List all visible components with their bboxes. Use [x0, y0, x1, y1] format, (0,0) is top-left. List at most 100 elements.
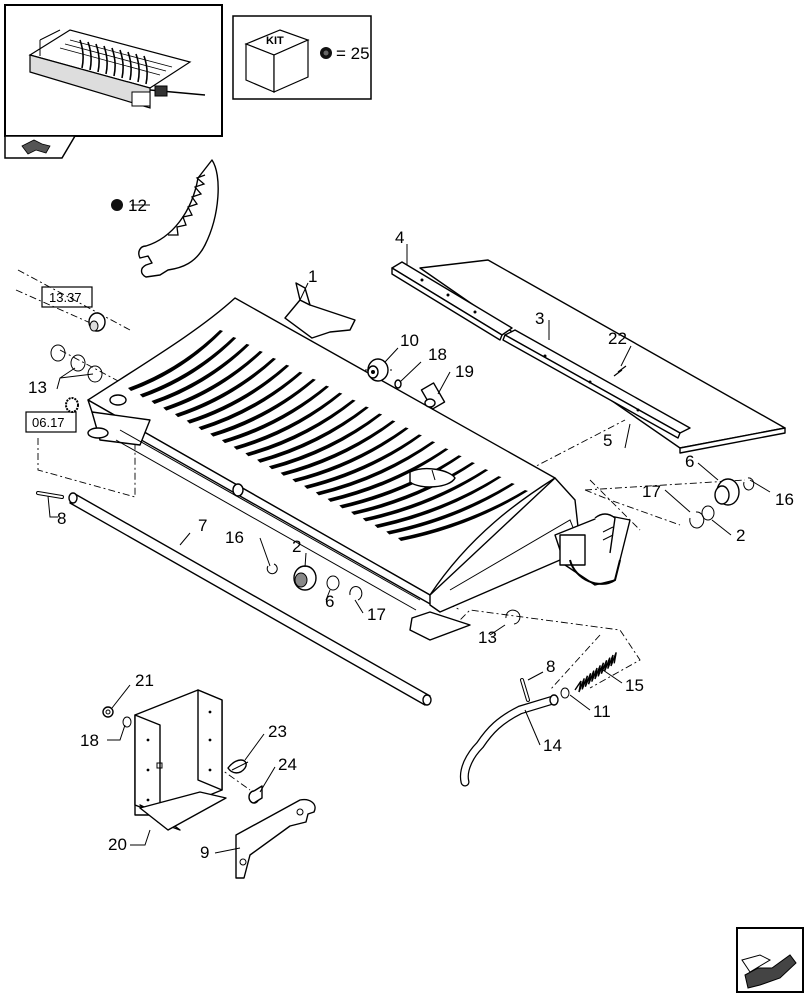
tray-slot	[327, 448, 449, 502]
tray-slot	[128, 330, 223, 391]
part-6-roller-right	[714, 478, 740, 506]
callout-16b: 16	[775, 490, 794, 509]
kit-box-icon: KIT	[244, 29, 310, 93]
part-7-shaft	[68, 492, 432, 706]
callout-leaders	[47, 204, 771, 854]
tray-slot	[304, 434, 422, 489]
part-17-circlip-left	[349, 585, 363, 601]
next-page-arrow-icon[interactable]	[736, 927, 804, 993]
callout-23: 23	[268, 722, 287, 741]
part-17-circlip-right	[689, 511, 705, 529]
callout-24: 24	[278, 755, 297, 774]
tray-slot	[245, 399, 356, 457]
callout-10: 10	[400, 331, 419, 350]
previous-page-arrow-icon[interactable]	[21, 139, 51, 155]
callout-9: 9	[200, 843, 209, 862]
part-2-washer-right	[701, 505, 715, 521]
callout-17a: 17	[642, 482, 661, 501]
tray-slot	[374, 476, 502, 528]
ref-box-06-17-text: 06.17	[32, 415, 65, 430]
kit-legend: KIT = 25	[232, 15, 372, 100]
callout-12: 12	[128, 196, 147, 215]
left-gear	[65, 397, 79, 413]
tray-slot	[280, 420, 396, 476]
callout-18a: 18	[428, 345, 447, 364]
callout-13a: 13	[28, 378, 47, 397]
part-15-spring	[574, 652, 617, 693]
part-9-lever	[235, 798, 316, 879]
callout-17b: 17	[367, 605, 386, 624]
tray-slot	[198, 371, 303, 431]
part-6-washer-left	[326, 575, 340, 591]
tray-slot	[174, 357, 277, 418]
tray-slot	[351, 462, 475, 515]
kit-legend-text: = 25	[336, 44, 370, 63]
part-13-circlips	[50, 344, 103, 383]
part-23-clip	[227, 759, 249, 774]
latch-assembly	[554, 513, 631, 586]
part-14-rod	[459, 694, 559, 787]
tray-slot	[362, 469, 489, 522]
tray-slot	[339, 455, 462, 509]
part-16-circlip-left	[266, 563, 278, 575]
callout-22: 22	[608, 329, 627, 348]
left-roller	[88, 312, 106, 332]
kit-dot-icon	[111, 199, 123, 211]
part-1-concave-tray	[87, 282, 581, 641]
part-11-washer	[560, 687, 570, 699]
part-3-mounting-strip	[502, 329, 691, 439]
tray-slot	[398, 490, 528, 541]
callout-labels: 1 2 2 3 4 5 6 6 7 8 8 9 10 11 12 13 13 1…	[28, 196, 794, 862]
tray-slot	[233, 392, 343, 450]
part-2-roller-left	[293, 565, 317, 591]
kit-badge-label: KIT	[266, 35, 284, 47]
callout-6b: 6	[325, 592, 334, 611]
callout-2b: 2	[736, 526, 745, 545]
callout-6a: 6	[685, 452, 694, 471]
callout-4: 4	[395, 228, 404, 247]
callout-13b: 13	[478, 628, 497, 647]
tray-slot	[210, 378, 316, 437]
callout-8a: 8	[57, 509, 66, 528]
callout-11: 11	[593, 702, 611, 721]
tray-slot	[163, 350, 263, 411]
part-24-bolt	[248, 785, 263, 804]
part-20-bracket	[134, 689, 227, 831]
tray-slot	[315, 441, 436, 496]
tray-slots	[128, 330, 528, 541]
callout-14: 14	[543, 736, 562, 755]
callout-1: 1	[308, 267, 317, 286]
tray-slot	[221, 385, 330, 444]
part-5-deflector-sheet	[419, 259, 786, 454]
part-8-pin-left	[36, 491, 64, 499]
part-12-sector	[111, 159, 219, 278]
tray-slot	[186, 364, 290, 424]
tray-slot	[257, 406, 369, 463]
tray-slot	[386, 483, 515, 535]
callout-20: 20	[108, 835, 127, 854]
callout-8b: 8	[546, 657, 555, 676]
part-16-circlip-right	[743, 477, 755, 491]
part-4-mounting-strip	[391, 261, 513, 341]
callout-21: 21	[135, 671, 154, 690]
part-13-circlip-lower	[505, 609, 521, 625]
part-18-washer-lower	[122, 716, 132, 728]
callout-16a: 16	[225, 528, 244, 547]
part-22-rivet	[613, 365, 627, 377]
machine-overview-thumbnail-icon	[28, 29, 206, 109]
callout-19: 19	[455, 362, 474, 381]
thumbnail-panel[interactable]	[4, 4, 223, 159]
part-19-bolt	[420, 382, 446, 410]
tray-slot	[139, 336, 237, 398]
tray-slot	[151, 343, 250, 405]
callout-15: 15	[625, 676, 644, 695]
ref-box-06-17[interactable]	[25, 411, 77, 433]
callout-7: 7	[198, 516, 207, 535]
tray-slot	[268, 413, 383, 470]
part-8-pin-right	[520, 678, 530, 702]
part-10-bushing	[367, 358, 389, 382]
ref-box-13-37[interactable]	[41, 286, 93, 308]
callout-5: 5	[603, 431, 612, 450]
ref-box-13-37-text: 13.37	[49, 290, 82, 305]
callout-2a: 2	[292, 537, 301, 556]
